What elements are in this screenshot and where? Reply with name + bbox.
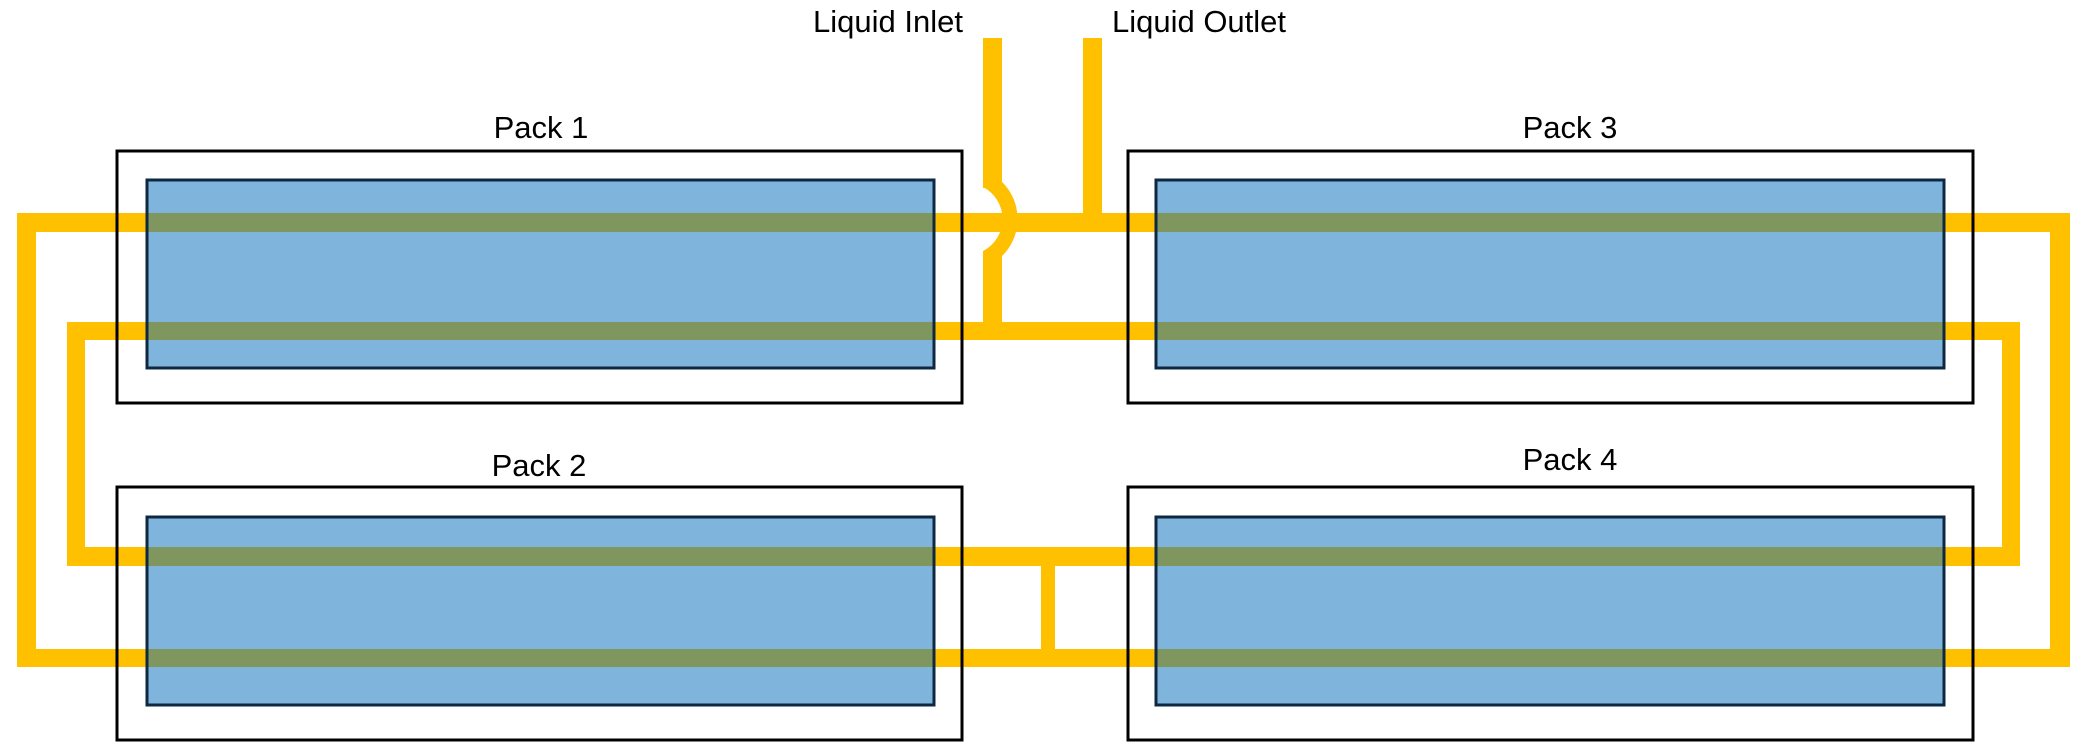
pack2-cell-border [145,515,936,707]
pack4-enclosure-border [1126,485,1975,742]
pipe-row1-right [1944,213,2070,232]
pack2-label: Pack 2 [491,448,587,483]
pipe-row2-right [1944,322,2020,340]
overlap-pack3-row2 [1157,322,1943,340]
pack3-label: Pack 3 [1522,110,1618,145]
pack2-enclosure-border [115,485,964,742]
pipe-row4-middle [934,649,1156,667]
pipe-row4-right [1944,649,2070,667]
pipe-outlet-vertical [1083,38,1102,232]
pipe-inlet-hopover [983,170,1018,268]
pipe-center-connector [1041,566,1055,649]
pipe-inner-left-vertical [67,322,85,566]
pack1-cell-border [145,178,936,370]
overlap-pack4-row3 [1157,547,1943,566]
pipe-row2-middle [934,322,1156,340]
overlap-pack2-row3 [148,547,933,566]
overlap-pack2-row4 [148,649,933,667]
pipe-row2-left [67,322,147,340]
pipe-cell-overlaps [148,213,1943,667]
pipe-row3-left [67,547,147,566]
pack4-cell [1154,515,1946,707]
pack4-label: Pack 4 [1522,442,1618,477]
pack1-label: Pack 1 [493,110,589,145]
pack1-enclosure-border [115,149,964,405]
overlap-pack4-row4 [1157,649,1943,667]
pack4-cell-border [1154,515,1946,707]
pipe-outer-left-vertical [17,213,36,667]
overlap-pack3-row1 [1157,213,1943,232]
liquid-outlet-label: Liquid Outlet [1111,4,1287,39]
pack3-enclosure-border [1126,149,1975,405]
pipe-row1-middle [934,213,1156,232]
overlap-pack1-row2 [148,322,933,340]
pipe-row3-right [1944,547,2020,566]
overlap-pack1-row1 [148,213,933,232]
pipe-inner-right-vertical [2002,322,2020,566]
pipe-outer-right-vertical [2050,213,2070,667]
pipe-inlet-vertical-lower [983,251,1002,340]
coolant-pipes [17,38,2070,667]
pack3-cell-border [1154,178,1946,370]
pipe-row1-left [17,213,147,232]
pipe-row4-left [17,649,147,667]
pipe-inlet-vertical-upper [983,38,1002,188]
pipe-row3-middle [934,547,1156,566]
liquid-inlet-label: Liquid Inlet [813,4,963,39]
pack2-cell [145,515,936,707]
